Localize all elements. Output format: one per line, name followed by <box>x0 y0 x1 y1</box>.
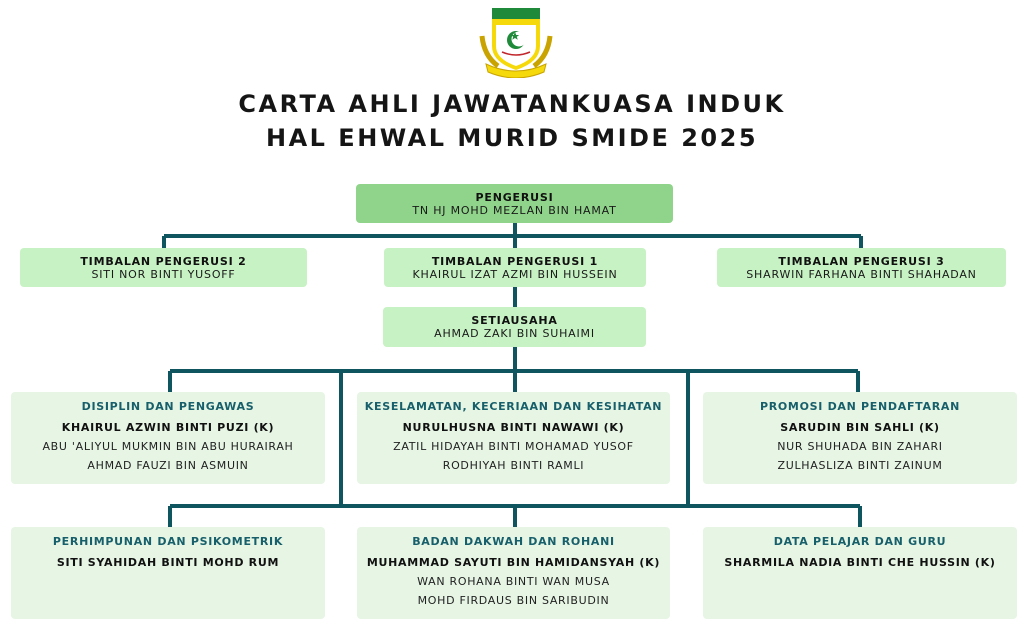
timbalan-pengerusi-3-box: TIMBALAN PENGERUSI 3 SHARWIN FARHANA BIN… <box>717 248 1006 287</box>
pengerusi-box: PENGERUSI TN HJ MOHD MEZLAN BIN HAMAT <box>356 184 673 223</box>
unit-head: NURULHUSNA BINTI NAWAWI (K) <box>402 421 625 434</box>
pengerusi-role: PENGERUSI <box>475 191 554 204</box>
unit-member: ZATIL HIDAYAH BINTI MOHAMAD YUSOF <box>393 440 634 453</box>
timbalan-role: TIMBALAN PENGERUSI 3 <box>778 255 945 268</box>
timbalan-name: KHAIRUL IZAT AZMI BIN HUSSEIN <box>412 268 618 281</box>
unit-member: MOHD FIRDAUS BIN SARIBUDIN <box>417 594 610 607</box>
unit-head: SARUDIN BIN SAHLI (K) <box>780 421 940 434</box>
timbalan-name: SITI NOR BINTI YUSOFF <box>91 268 236 281</box>
setiausaha-role: SETIAUSAHA <box>471 314 558 327</box>
unit-head: KHAIRUL AZWIN BINTI PUZI (K) <box>61 421 275 434</box>
timbalan-role: TIMBALAN PENGERUSI 2 <box>80 255 247 268</box>
pengerusi-name: TN HJ MOHD MEZLAN BIN HAMAT <box>412 204 617 217</box>
unit-member: ZULHASLIZA BINTI ZAINUM <box>777 459 943 472</box>
unit-head: SITI SYAHIDAH BINTI MOHD RUM <box>56 556 280 569</box>
timbalan-name: SHARWIN FARHANA BINTI SHAHADAN <box>746 268 977 281</box>
chart-title-line1: CARTA AHLI JAWATANKUASA INDUK <box>238 90 786 118</box>
unit-promosi-box: PROMOSI DAN PENDAFTARAN SARUDIN BIN SAHL… <box>703 392 1017 484</box>
unit-disiplin-box: DISIPLIN DAN PENGAWAS KHAIRUL AZWIN BINT… <box>11 392 325 484</box>
unit-head: SHARMILA NADIA BINTI CHE HUSSIN (K) <box>724 556 996 569</box>
setiausaha-name: AHMAD ZAKI BIN SUHAIMI <box>434 327 595 340</box>
unit-member: WAN ROHANA BINTI WAN MUSA <box>417 575 610 588</box>
chart-title-line2: HAL EHWAL MURID SMIDE 2025 <box>265 124 759 152</box>
unit-title: PERHIMPUNAN DAN PSIKOMETRIK <box>52 535 284 548</box>
unit-title: DATA PELAJAR DAN GURU <box>773 535 947 548</box>
unit-title: DISIPLIN DAN PENGAWAS <box>81 400 255 413</box>
unit-member: NUR SHUHADA BIN ZAHARI <box>777 440 943 453</box>
timbalan-pengerusi-2-box: TIMBALAN PENGERUSI 2 SITI NOR BINTI YUSO… <box>20 248 307 287</box>
timbalan-pengerusi-1-box: TIMBALAN PENGERUSI 1 KHAIRUL IZAT AZMI B… <box>384 248 646 287</box>
unit-title: KESELAMATAN, KECERIAAN DAN KESIHATAN <box>364 400 663 413</box>
unit-title: PROMOSI DAN PENDAFTARAN <box>759 400 961 413</box>
unit-head: MUHAMMAD SAYUTI BIN HAMIDANSYAH (K) <box>366 556 661 569</box>
unit-member: AHMAD FAUZI BIN ASMUIN <box>87 459 249 472</box>
unit-data-pelajar-box: DATA PELAJAR DAN GURU SHARMILA NADIA BIN… <box>703 527 1017 619</box>
unit-badan-dakwah-box: BADAN DAKWAH DAN ROHANI MUHAMMAD SAYUTI … <box>357 527 670 619</box>
unit-member: RODHIYAH BINTI RAMLI <box>442 459 585 472</box>
setiausaha-box: SETIAUSAHA AHMAD ZAKI BIN SUHAIMI <box>383 307 646 347</box>
unit-keselamatan-box: KESELAMATAN, KECERIAAN DAN KESIHATAN NUR… <box>357 392 670 484</box>
unit-perhimpunan-box: PERHIMPUNAN DAN PSIKOMETRIK SITI SYAHIDA… <box>11 527 325 619</box>
unit-member: ABU 'ALIYUL MUKMIN BIN ABU HURAIRAH <box>42 440 294 453</box>
school-crest-icon <box>479 8 553 78</box>
timbalan-role: TIMBALAN PENGERUSI 1 <box>431 255 599 268</box>
unit-title: BADAN DAKWAH DAN ROHANI <box>412 535 615 548</box>
